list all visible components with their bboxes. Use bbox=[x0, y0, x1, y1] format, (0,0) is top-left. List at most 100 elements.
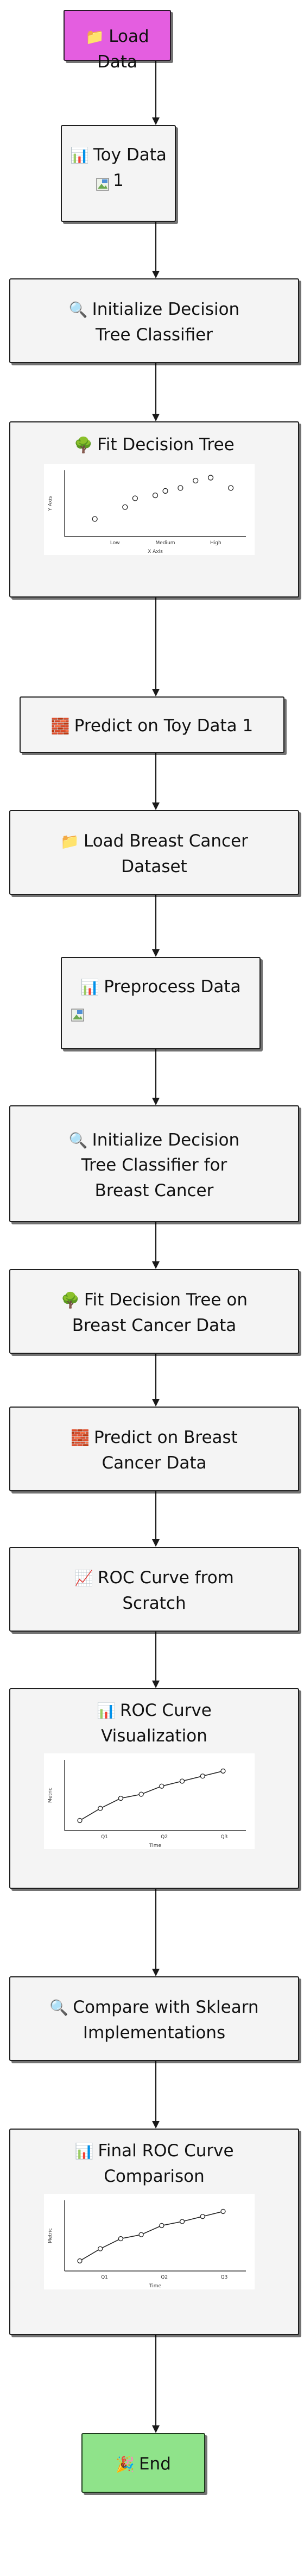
flow-arrow bbox=[152, 895, 160, 957]
bar-chart-icon: 📊 bbox=[74, 2142, 94, 2160]
node-preprocess: 📊Preprocess Data bbox=[61, 957, 261, 1049]
x-tick-label: Medium bbox=[156, 540, 175, 546]
x-axis-label: X Axis bbox=[148, 549, 163, 555]
node-fit-dt-bc: 🌳Fit Decision Tree on Breast Cancer Data bbox=[9, 1269, 299, 1354]
scatter-point bbox=[178, 485, 183, 491]
node-label: Final ROC Curve Comparison bbox=[98, 2141, 234, 2186]
broken-image-icon bbox=[71, 1006, 87, 1022]
node-title: 📈ROC Curve from Scratch bbox=[16, 1565, 293, 1616]
node-label: Load Breast Cancer Dataset bbox=[83, 831, 248, 876]
node-title: 📊Toy Data 1 bbox=[67, 142, 169, 193]
line-point bbox=[138, 2232, 144, 2237]
node-title: 🔍Initialize Decision Tree Classifier bbox=[16, 297, 293, 347]
node-label: Fit Decision Tree bbox=[97, 435, 235, 455]
y-axis-label: Y Axis bbox=[48, 496, 53, 511]
line-point bbox=[98, 2246, 103, 2251]
flow-arrow bbox=[152, 61, 160, 125]
line-point bbox=[118, 2236, 124, 2242]
x-tick-label: High bbox=[210, 540, 221, 546]
node-title: 📊ROC Curve Visualization bbox=[16, 1698, 293, 1749]
flow-arrow bbox=[152, 1354, 160, 1407]
node-label: ROC Curve Visualization bbox=[101, 1701, 212, 1746]
x-tick-label: Q3 bbox=[221, 2275, 228, 2280]
node-load-bc: 📁Load Breast Cancer Dataset bbox=[9, 810, 299, 895]
node-label: Toy Data 1 bbox=[93, 145, 167, 190]
node-title: 📊Preprocess Data bbox=[67, 974, 254, 1000]
scatter-point bbox=[132, 495, 138, 501]
y-axis-label: Metric bbox=[48, 2228, 53, 2243]
folder-icon: 📁 bbox=[60, 832, 79, 850]
x-axis-label: Time bbox=[149, 2283, 161, 2289]
node-label: Fit Decision Tree on Breast Cancer Data bbox=[72, 1290, 248, 1335]
line-point bbox=[200, 1774, 205, 1779]
flow-arrow bbox=[152, 1049, 160, 1105]
magnifier-icon: 🔍 bbox=[68, 301, 88, 319]
scatter-point bbox=[193, 477, 199, 484]
line-point bbox=[98, 1806, 103, 1811]
scatter-point bbox=[92, 516, 98, 522]
line-point bbox=[138, 1791, 144, 1797]
flow-arrow bbox=[152, 1632, 160, 1688]
node-title: 🎉End bbox=[88, 2451, 199, 2477]
scatter-point bbox=[122, 504, 128, 510]
node-init-dt-bc: 🔍Initialize Decision Tree Classifier for… bbox=[9, 1105, 299, 1222]
node-label: Preprocess Data bbox=[104, 977, 241, 997]
flow-arrow bbox=[152, 753, 160, 810]
line-point bbox=[220, 1768, 226, 1774]
flow-arrow bbox=[152, 1491, 160, 1547]
scatter-point bbox=[152, 492, 159, 499]
magnifier-icon: 🔍 bbox=[49, 1999, 69, 2017]
flow-arrow bbox=[152, 1889, 160, 1976]
bar-chart-icon: 📊 bbox=[80, 978, 100, 996]
x-tick-label: Q2 bbox=[161, 2275, 168, 2280]
node-init-dt: 🔍Initialize Decision Tree Classifier bbox=[9, 278, 299, 363]
flow-arrow bbox=[152, 1222, 160, 1269]
node-title: 🧱Predict on Toy Data 1 bbox=[26, 713, 278, 739]
x-tick-label: Q1 bbox=[101, 2275, 108, 2280]
x-tick-label: Q1 bbox=[101, 1834, 108, 1840]
x-axis-label: Time bbox=[149, 1843, 161, 1849]
line-point bbox=[220, 2208, 226, 2214]
x-tick-label: Q2 bbox=[161, 1834, 168, 1840]
series-line bbox=[79, 1770, 224, 1821]
node-title: 📁Load Data bbox=[70, 24, 164, 74]
magnifier-icon: 🔍 bbox=[68, 1131, 88, 1149]
node-label: Load Data bbox=[97, 27, 149, 72]
brick-icon: 🧱 bbox=[71, 1429, 90, 1447]
flow-arrow bbox=[152, 2335, 160, 2433]
node-label: Predict on Breast Cancer Data bbox=[94, 1428, 238, 1473]
node-label: End bbox=[138, 2454, 171, 2474]
node-title: 🧱Predict on Breast Cancer Data bbox=[16, 1425, 293, 1476]
folder-icon: 📁 bbox=[85, 28, 105, 46]
node-title: 📊Final ROC Curve Comparison bbox=[16, 2138, 293, 2189]
series-line bbox=[79, 2211, 224, 2262]
line-point bbox=[159, 1783, 164, 1789]
node-toy-data: 📊Toy Data 1 bbox=[61, 125, 176, 222]
line-point bbox=[77, 2258, 83, 2264]
node-label: Initialize Decision Tree Classifier for … bbox=[81, 1130, 240, 1200]
x-tick-label: Low bbox=[110, 540, 120, 546]
brick-icon: 🧱 bbox=[50, 717, 70, 735]
node-roc-scratch: 📈ROC Curve from Scratch bbox=[9, 1547, 299, 1632]
node-label: Predict on Toy Data 1 bbox=[74, 716, 254, 736]
node-title: 🌳Fit Decision Tree on Breast Cancer Data bbox=[16, 1287, 293, 1338]
bar-chart-icon: 📊 bbox=[97, 1702, 116, 1720]
node-title: 🌳Fit Decision Tree bbox=[16, 432, 293, 458]
flow-arrow bbox=[152, 598, 160, 696]
party-popper-icon: 🎉 bbox=[116, 2455, 135, 2473]
node-end: 🎉End bbox=[81, 2433, 205, 2493]
y-axis-label: Metric bbox=[48, 1788, 53, 1803]
line-point bbox=[159, 2223, 164, 2229]
line-point bbox=[77, 1818, 83, 1824]
line-point bbox=[179, 1778, 185, 1784]
node-title: 🔍Initialize Decision Tree Classifier for… bbox=[16, 1128, 293, 1204]
node-label: Compare with Sklearn Implementations bbox=[73, 1998, 259, 2043]
node-label: ROC Curve from Scratch bbox=[97, 1568, 234, 1613]
flow-arrow bbox=[152, 222, 160, 278]
x-tick-label: Q3 bbox=[221, 1834, 228, 1840]
